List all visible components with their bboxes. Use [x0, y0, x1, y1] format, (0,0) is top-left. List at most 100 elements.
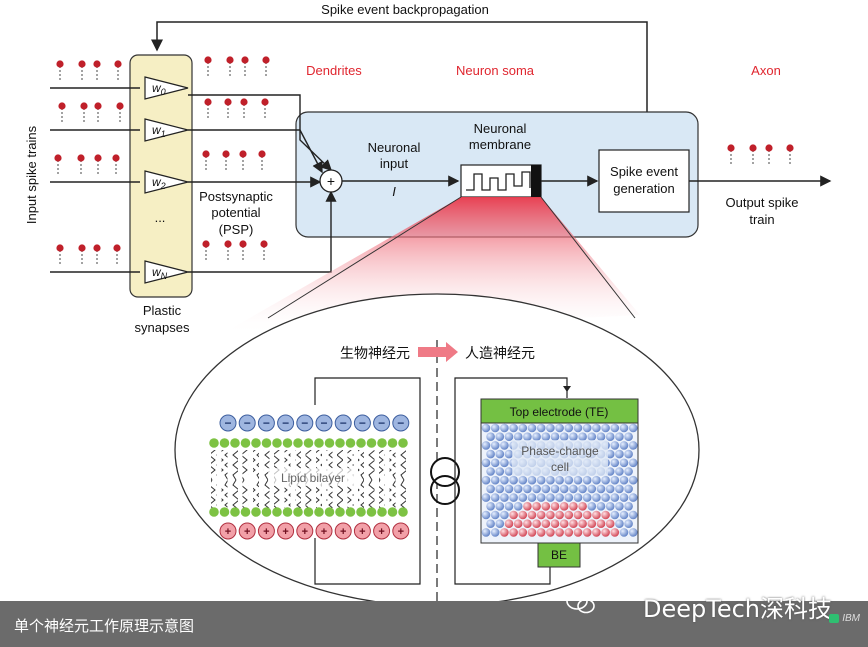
spike-head	[239, 240, 247, 248]
ibm-logo-icon	[829, 613, 840, 623]
spike-head	[786, 144, 794, 152]
lipid-head	[251, 507, 261, 517]
crystalline-atom	[587, 432, 597, 442]
spike-head	[204, 56, 212, 64]
crystalline-atom	[546, 475, 555, 485]
crystalline-atom	[504, 484, 514, 494]
spike-head	[56, 60, 64, 68]
minus-sign: −	[224, 416, 231, 430]
amorphous-atom	[523, 502, 532, 511]
crystalline-atom	[573, 475, 583, 485]
source-circle-bottom	[430, 475, 460, 505]
bottom-electrode	[537, 542, 581, 568]
crystalline-atom	[587, 484, 597, 494]
lipid-tail	[263, 450, 270, 508]
spike-head	[261, 98, 269, 106]
crystalline-atom	[628, 493, 638, 502]
crystalline-atom	[536, 493, 546, 502]
minus-sign: −	[263, 416, 270, 430]
amorphous-atom	[587, 519, 597, 528]
crystalline-atom	[615, 502, 624, 511]
crystalline-atom	[481, 510, 491, 520]
zoom-line-right	[540, 196, 636, 319]
crystalline-atom	[541, 484, 551, 494]
crystalline-atom	[527, 475, 537, 485]
lipid-tail	[358, 450, 364, 508]
phase-change-label-2: cell	[551, 460, 569, 474]
spike-head	[258, 150, 266, 158]
crystalline-atom	[504, 432, 514, 442]
spike-head	[78, 244, 86, 252]
lipid-head	[356, 438, 366, 448]
crystalline-atom	[573, 423, 583, 433]
amorphous-atom	[532, 502, 541, 511]
crystalline-atom	[513, 432, 523, 442]
lipid-head	[209, 507, 219, 517]
spike-head	[260, 240, 268, 248]
amorphous-atom	[541, 519, 551, 528]
lipid-head	[282, 507, 293, 517]
crystalline-atom	[490, 441, 500, 450]
crystalline-atom	[509, 493, 518, 502]
crystalline-atom	[610, 493, 620, 502]
crystalline-atom	[500, 441, 509, 450]
plus-sign: +	[225, 526, 231, 538]
amorphous-atom	[513, 519, 523, 528]
crystalline-atom	[592, 423, 601, 433]
amorphous-atom	[559, 519, 569, 528]
lipid-head	[335, 438, 345, 448]
amorphous-atom	[518, 528, 528, 537]
crystalline-atom	[490, 528, 500, 537]
minus-ion	[296, 414, 314, 432]
minus-sign: −	[244, 416, 251, 430]
lipid-head	[219, 438, 230, 448]
membrane-box	[460, 164, 542, 198]
lipid-head	[314, 507, 324, 517]
minus-ion	[277, 414, 295, 432]
crystalline-atom	[628, 528, 638, 537]
crystalline-atom	[527, 423, 537, 433]
crystalline-atom	[495, 484, 505, 494]
amorphous-atom	[592, 528, 601, 537]
spike-head	[241, 56, 249, 64]
crystalline-atom	[605, 449, 615, 459]
amorphous-atom	[504, 519, 514, 528]
artificial-circuit-wire	[454, 377, 568, 585]
crystalline-atom	[605, 484, 615, 494]
plus-ion	[353, 522, 371, 540]
amorphous-atom	[532, 519, 541, 528]
lipid-head	[293, 438, 303, 448]
backprop-label: Spike event backpropagation	[321, 2, 489, 17]
amorphous-atom	[578, 519, 587, 528]
amorphous-atom	[610, 528, 620, 537]
amorphous-atom	[601, 510, 610, 520]
minus-sign: −	[320, 416, 327, 430]
crystalline-atom	[628, 475, 638, 485]
crystalline-atom	[610, 510, 620, 520]
spike-head	[262, 56, 270, 64]
lipid-tail	[379, 450, 385, 508]
weight-triangle	[144, 170, 189, 194]
amorphous-atom	[518, 510, 528, 520]
crystalline-atom	[587, 502, 597, 511]
crystalline-atom	[619, 441, 629, 450]
top-electrode-label: Top electrode (TE)	[510, 405, 609, 419]
minus-ion	[353, 414, 371, 432]
plastic-label-1: Plastic	[143, 303, 182, 318]
crystalline-atom	[546, 423, 555, 433]
lipid-head	[230, 438, 240, 448]
lipid-head	[366, 438, 377, 448]
phase-label-bg	[512, 440, 608, 476]
crystalline-atom	[615, 484, 624, 494]
crystalline-atom	[518, 493, 528, 502]
crystalline-atom	[569, 432, 578, 442]
crystalline-atom	[615, 449, 624, 459]
caption-bar: 单个神经元工作原理示意图 DeepTech深科技 IBM	[0, 592, 868, 647]
amorphous-atom	[527, 528, 537, 537]
spike-head	[240, 98, 248, 106]
crystalline-atom	[481, 458, 491, 468]
lipid-tail	[389, 450, 396, 508]
crystalline-atom	[628, 510, 638, 520]
crystalline-atom	[619, 458, 629, 468]
lipid-head	[230, 507, 240, 517]
